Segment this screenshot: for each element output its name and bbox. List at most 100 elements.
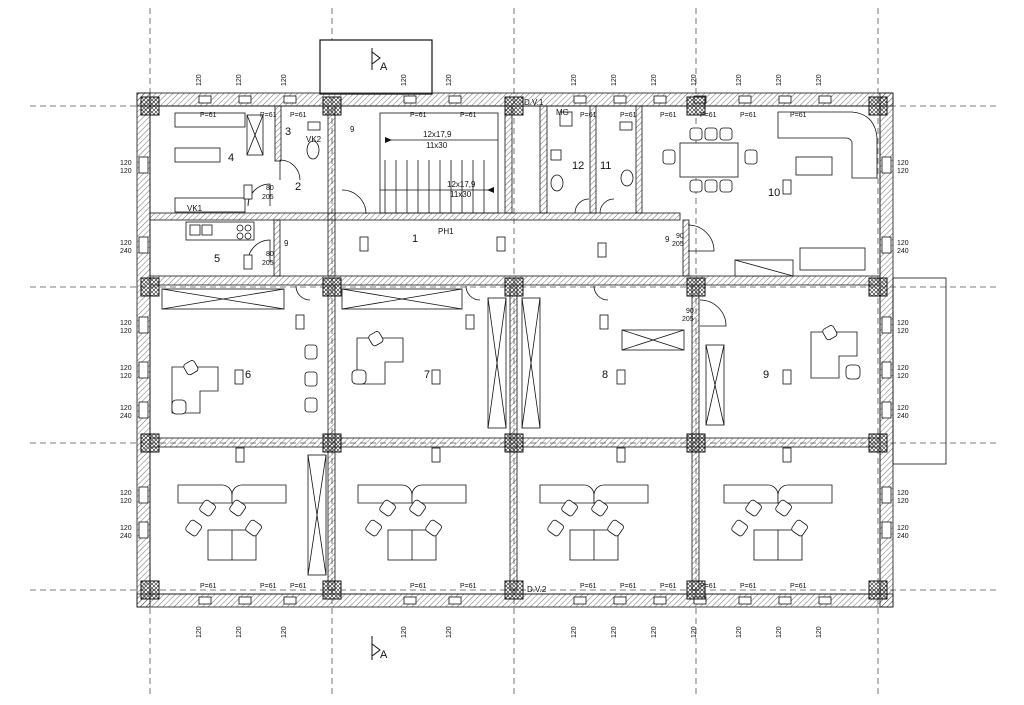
sill-label-top: P=61 — [260, 112, 277, 119]
sill-label-top: P=61 — [740, 112, 757, 119]
dim-side-right: 240 — [897, 413, 909, 420]
stair-upper-b: 11x30 — [426, 141, 448, 150]
room-label-7: 7 — [424, 369, 430, 381]
radiator — [359, 236, 369, 252]
window-top — [283, 95, 297, 104]
window-side — [138, 316, 149, 334]
radiator — [782, 369, 792, 385]
dim-side-right: 120 — [897, 498, 909, 505]
dim-side-left: 240 — [120, 248, 132, 255]
stair-upper-a: 12x17,9 — [423, 130, 452, 139]
room-label-1: 1 — [412, 233, 418, 245]
window-top — [448, 95, 462, 104]
room-label-5: 5 — [214, 253, 220, 265]
window-bottom — [238, 596, 252, 605]
meeting-chair — [704, 179, 718, 193]
sill-label-top: P=61 — [200, 112, 217, 119]
dim-top: 120 — [651, 74, 658, 86]
dim-side-left: 120 — [120, 160, 132, 167]
dim-bottom: 120 — [611, 626, 618, 638]
room-label-2: 2 — [295, 181, 301, 193]
dim-side-left: 120 — [120, 525, 132, 532]
window-side — [881, 316, 892, 334]
window-bottom — [653, 596, 667, 605]
dim-side-left: 120 — [120, 240, 132, 247]
radiator — [243, 254, 253, 270]
room-label-11: 11 — [600, 160, 611, 172]
meeting-room-furniture — [662, 111, 878, 277]
window-side — [881, 401, 892, 419]
dim-side-right: 120 — [897, 525, 909, 532]
dim-side-left: 120 — [120, 498, 132, 505]
column — [322, 580, 342, 600]
room-label-6: 6 — [245, 369, 251, 381]
door-205-a: 205 — [262, 194, 274, 201]
window-side — [881, 521, 892, 539]
sill-label-bottom: P=61 — [660, 583, 677, 590]
sill-label-bottom: P=61 — [620, 583, 637, 590]
sill-label-top: P=61 — [580, 112, 597, 119]
dim-bottom: 120 — [691, 626, 698, 638]
sill-label-bottom: P=61 — [200, 583, 217, 590]
office-chair — [245, 519, 262, 537]
window-top — [403, 95, 417, 104]
tag-vk2: VK2 — [306, 135, 322, 144]
dim-side-right: 240 — [897, 533, 909, 540]
radiator — [599, 314, 609, 330]
radiator — [431, 369, 441, 385]
window-side — [881, 486, 892, 504]
office-chair — [185, 519, 202, 537]
stair-lower-b: 11x30 — [450, 190, 472, 199]
window-bottom — [448, 596, 462, 605]
window-side — [881, 236, 892, 254]
dim-bottom: 120 — [281, 626, 288, 638]
office-chair — [791, 519, 808, 537]
column — [504, 433, 524, 453]
tag-mg: MG — [556, 108, 569, 117]
window-bottom — [818, 596, 832, 605]
sill-label-bottom: P=61 — [290, 583, 307, 590]
door-205-c: 205 — [672, 241, 684, 248]
sill-label-top: P=61 — [290, 112, 307, 119]
radiator — [616, 447, 626, 463]
staircase: 12x17,9 11x30 12x17,9 11x30 — [379, 112, 499, 214]
door-90-b: 90 — [686, 308, 694, 315]
office-chair — [365, 519, 382, 537]
visitor-chair — [171, 399, 187, 415]
column — [868, 580, 888, 600]
door-9: 9 — [665, 235, 670, 244]
section-marker-bottom: A — [380, 649, 388, 661]
dim-top: 120 — [281, 74, 288, 86]
window-top — [778, 95, 792, 104]
window-side — [138, 401, 149, 419]
dim-side-right: 120 — [897, 365, 909, 372]
dim-side-right: 120 — [897, 320, 909, 327]
window-bottom — [403, 596, 417, 605]
dim-bottom: 120 — [196, 626, 203, 638]
dim-top: 120 — [571, 74, 578, 86]
sill-label-bottom: P=61 — [410, 583, 427, 590]
window-top — [738, 95, 752, 104]
dim-side-right: 120 — [897, 328, 909, 335]
office-chair — [591, 499, 608, 517]
sill-label-top: P=61 — [620, 112, 637, 119]
dimension-strings: 1201201201201201201201201201201201201201… — [120, 74, 909, 638]
office-chair — [183, 360, 199, 376]
dim-top: 120 — [236, 74, 243, 86]
room-labels: 1 2 3 4 5 6 7 8 9 10 11 12 — [214, 126, 780, 381]
room-6-chairs — [171, 344, 861, 415]
radiator — [431, 447, 441, 463]
structural-columns — [140, 96, 888, 600]
sill-label-bottom: P=61 — [460, 583, 477, 590]
sill-label-top: P=61 — [410, 112, 427, 119]
sill-label-top: P=61 — [790, 112, 807, 119]
workstation-right — [411, 484, 467, 504]
office-chair — [547, 519, 564, 537]
workstation-right — [593, 484, 649, 504]
dim-bottom: 120 — [571, 626, 578, 638]
meeting-chair — [662, 149, 676, 165]
meeting-chair — [689, 179, 703, 193]
visitor-chair — [304, 344, 318, 360]
room-label-10: 10 — [768, 187, 780, 199]
visitor-chair — [351, 369, 367, 385]
